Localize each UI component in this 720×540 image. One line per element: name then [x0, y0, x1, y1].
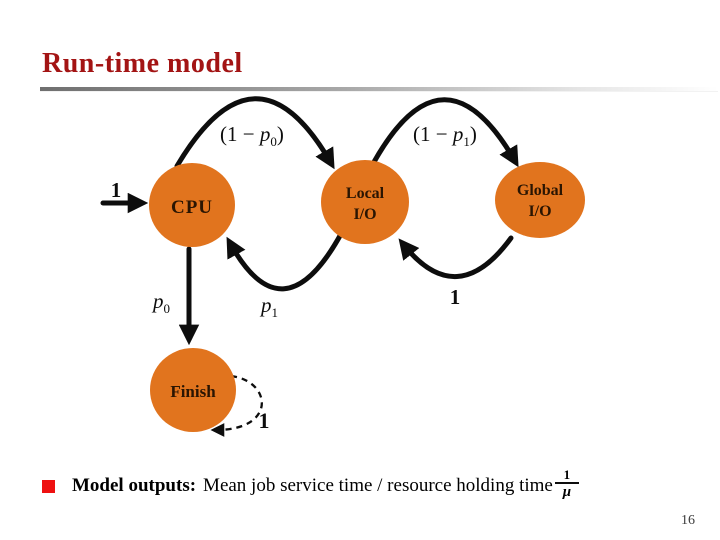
fraction-denominator: μ: [562, 484, 572, 500]
service-rate-fraction: 1 μ: [554, 467, 579, 500]
fraction-bar: [554, 482, 579, 484]
bullet-heading: Model outputs:: [72, 475, 197, 496]
node-local-io-label-line2: I/O: [353, 206, 376, 223]
node-local-io: [321, 160, 409, 244]
edge-finish-self-loop: [210, 374, 263, 437]
node-finish-label: Finish: [170, 382, 216, 401]
edge-local-to-global-label: (1 − p1): [413, 122, 477, 149]
node-global-io-label-line2: I/O: [528, 203, 551, 220]
edge-cpu-to-local-arc: [174, 96, 335, 170]
node-global-io: [495, 162, 585, 238]
node-global-io-label-line1: Global: [517, 182, 564, 199]
model-outputs-bullet-line: Model outputs: Mean job service time / r…: [42, 467, 579, 502]
node-cpu-label: CPU: [171, 197, 213, 218]
edge-cpu-to-local-label: (1 − p0): [220, 122, 284, 149]
edge-local-to-cpu-arc: [226, 231, 344, 292]
node-local-io-label-line1: Local: [346, 185, 385, 202]
edge-finish-self-label: 1: [259, 408, 270, 433]
edge-cpu-to-finish-label: p0: [151, 289, 170, 316]
page-number: 16: [681, 513, 695, 528]
fraction-numerator: 1: [563, 467, 571, 482]
slide-title: Run-time model: [42, 48, 243, 79]
bullet-square-icon: [42, 479, 55, 493]
node-cpu: [149, 163, 235, 247]
edge-local-to-global-arc: [371, 97, 519, 168]
edge-arrival-label: 1: [111, 178, 122, 202]
edge-global-to-local-arc: [398, 235, 514, 280]
bullet-body-text: Mean job service time / resource holding…: [203, 475, 553, 496]
edge-local-to-cpu-label: p1: [259, 293, 278, 320]
node-finish: [150, 348, 236, 432]
title-underline-rule: [40, 87, 718, 92]
edge-global-to-local-label: 1: [450, 285, 461, 309]
